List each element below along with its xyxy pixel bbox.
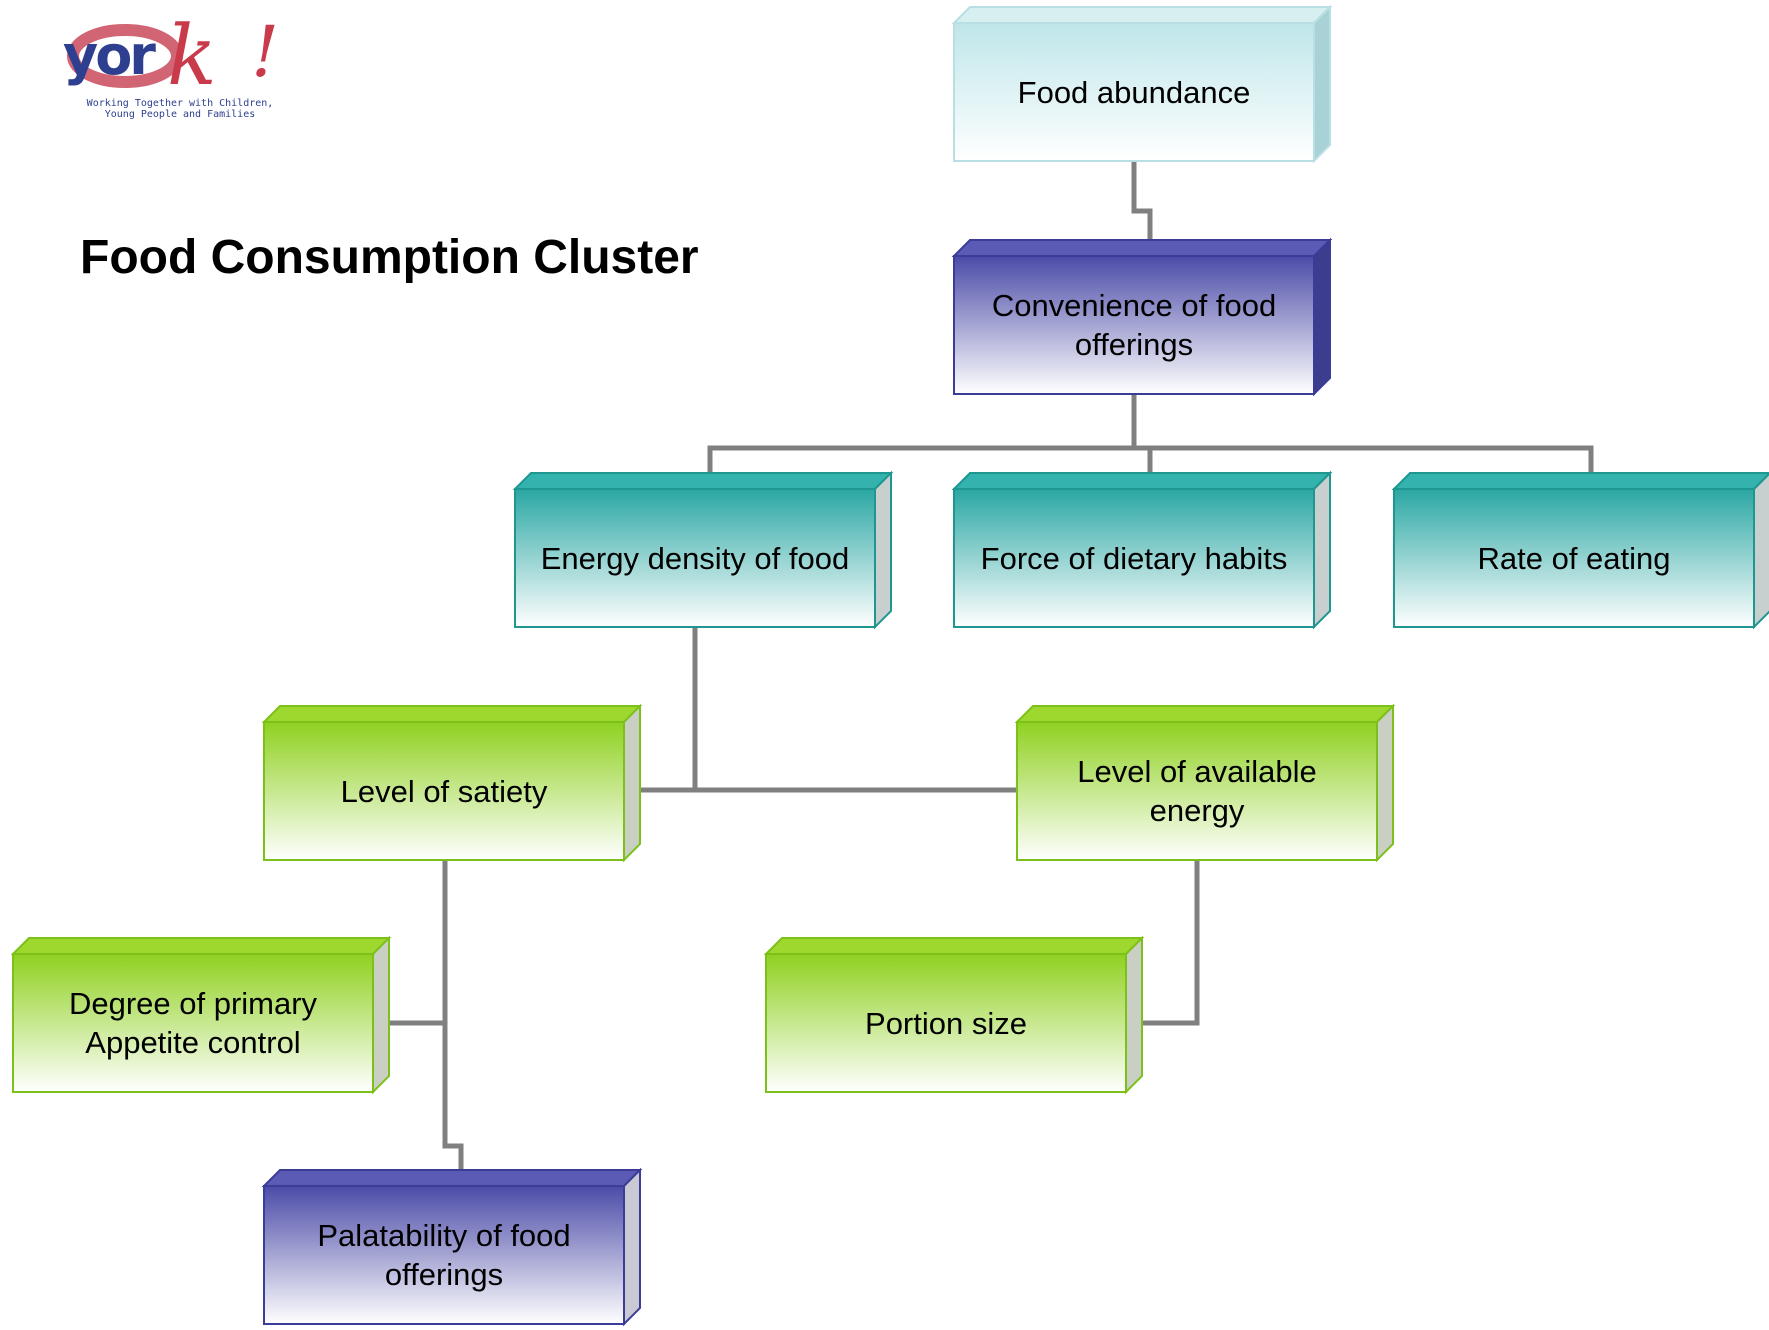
node-box-green: [10, 935, 392, 1095]
node-label: Degree of primary Appetite control: [68, 986, 318, 1060]
node-box-teal: [512, 470, 894, 630]
york-logo: yor k ! Working Together with Children, …: [55, 6, 300, 120]
node-box-indigo: [951, 237, 1333, 397]
node-label: Portion size: [865, 1005, 1027, 1041]
node-label: Palatability of food offerings: [317, 1218, 571, 1292]
connector-abundance-convenience: [1131, 162, 1153, 239]
node-label: Convenience of food offerings: [991, 288, 1277, 362]
logo-tagline: Working Together with Children, Young Pe…: [86, 98, 274, 120]
node-label: Force of dietary habits: [980, 540, 1288, 576]
svg-text:k: k: [167, 9, 217, 101]
connector-satiety-children: [390, 860, 464, 1169]
node-box-teal: [951, 470, 1333, 630]
node-box-green: [1014, 703, 1396, 863]
svg-text:yor: yor: [63, 24, 156, 87]
node-label: Rate of eating: [1477, 540, 1671, 576]
york-wordmark-graphic: yor k !: [63, 9, 279, 101]
node-label: Food abundance: [1017, 74, 1251, 110]
node-box-green: [763, 935, 1145, 1095]
node-label: Level of available energy: [1077, 754, 1317, 828]
page-title: Food Consumption Cluster: [80, 231, 699, 284]
node-box-green: [261, 703, 643, 863]
svg-text:!: !: [251, 11, 279, 93]
connector-available-portion: [1142, 860, 1200, 1026]
node-label: Energy density of food: [540, 540, 850, 576]
node-box-teal: [1391, 472, 1769, 630]
node-label: Level of satiety: [340, 773, 548, 809]
connector-energy-satiety-available: [623, 627, 1017, 793]
node-box-light-blue: [951, 4, 1333, 164]
connector-convenience-children: [707, 394, 1594, 472]
